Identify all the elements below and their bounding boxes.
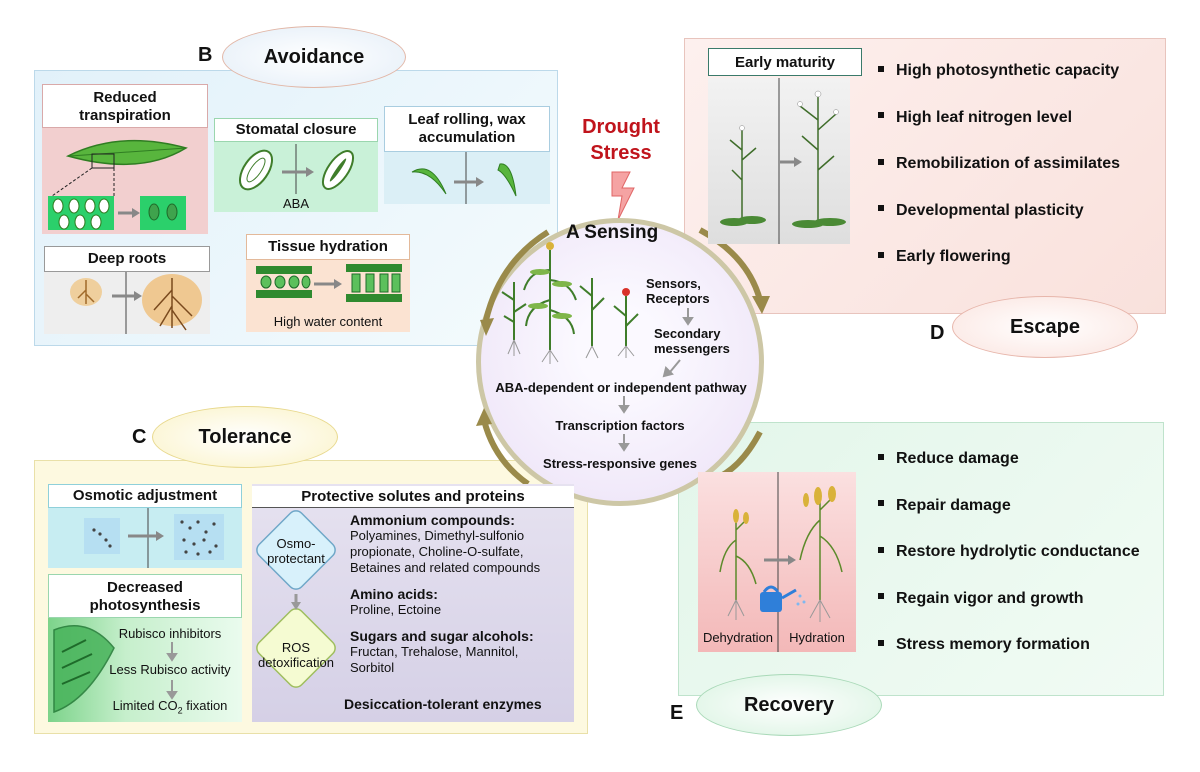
drought-line2: Stress — [590, 142, 652, 164]
ammonium-text: Polyamines, Dimethyl-sulfonio propionate… — [350, 528, 541, 575]
osmoprotectant-text: Osmo-protectant — [267, 536, 325, 566]
avoidance-letter: B — [198, 44, 213, 66]
recovery-oval: Recovery — [696, 674, 882, 736]
deep-roots-title: Deep roots — [44, 246, 210, 272]
tolerance-oval: Tolerance — [152, 406, 338, 468]
recovery-list: Reduce damage Repair damage Restore hydr… — [878, 436, 1140, 669]
rubisco-inhibitors-label: Rubisco inhibitors — [118, 626, 222, 641]
reduced-transpiration-title: Reduced transpiration — [42, 84, 208, 128]
co2-subscript: 2 — [177, 705, 183, 716]
escape-item: High photosynthetic capacity — [878, 48, 1120, 95]
dehydration-label: Dehydration — [702, 630, 774, 645]
tissue-hydration-title: Tissue hydration — [246, 234, 410, 260]
stress-genes-label: Stress-responsive genes — [543, 456, 697, 471]
decreased-photo-title: Decreased photosynthesis — [48, 574, 242, 618]
ammonium-heading: Ammonium compounds: — [350, 512, 515, 528]
ros-label: ROS detoxification — [256, 640, 336, 670]
escape-list: High photosynthetic capacity High leaf n… — [878, 48, 1120, 281]
early-maturity-bg — [708, 78, 850, 244]
recovery-image-bg — [698, 472, 856, 652]
recovery-item: Repair damage — [878, 483, 1140, 530]
sensors-label: Sensors, Receptors — [646, 276, 736, 306]
enzymes-label: Desiccation-tolerant enzymes — [344, 696, 542, 712]
limited-co2-label: Limited CO2 fixation — [100, 698, 240, 716]
aba-pathway-label: ABA-dependent or independent pathway — [495, 380, 747, 395]
protective-title: Protective solutes and proteins — [252, 486, 574, 508]
sensing-title: A Sensing — [566, 222, 659, 243]
escape-letter: D — [930, 322, 945, 344]
aba-label: ABA — [282, 196, 309, 211]
avoidance-oval: Avoidance — [222, 26, 406, 88]
escape-item: High leaf nitrogen level — [878, 95, 1120, 142]
sensors-text: Sensors, Receptors — [646, 276, 710, 306]
secondary-label: Secondary messengers — [654, 326, 750, 356]
recovery-item: Restore hydrolytic conductance — [878, 529, 1140, 576]
sugars-heading: Sugars and sugar alcohols: — [350, 628, 534, 644]
ros-text: ROS detoxification — [258, 640, 334, 670]
transcription-factors-label: Transcription factors — [555, 418, 685, 433]
fixation-text: fixation — [182, 698, 228, 713]
hydration-label: Hydration — [789, 630, 845, 645]
escape-item: Developmental plasticity — [878, 188, 1120, 235]
tolerance-letter: C — [132, 426, 147, 448]
limited-co2-text: Limited CO — [112, 698, 178, 713]
tissue-hydration-caption: High water content — [273, 314, 383, 329]
escape-oval-label: Escape — [1009, 315, 1081, 338]
leaf-rolling-title: Leaf rolling, wax accumulation — [384, 106, 550, 152]
recovery-oval-label: Recovery — [743, 693, 835, 716]
solutes-text-block: Ammonium compounds: Polyamines, Dimethyl… — [350, 512, 566, 676]
recovery-item: Stress memory formation — [878, 622, 1140, 669]
sugars-text: Fructan, Trehalose, Mannitol, Sorbitol — [350, 644, 519, 675]
osmoprotectant-label: Osmo-protectant — [262, 536, 330, 566]
early-maturity-title: Early maturity — [708, 48, 862, 76]
osmotic-title: Osmotic adjustment — [48, 484, 242, 508]
drought-stress-label: Drought Stress — [560, 114, 682, 166]
stomatal-closure-title: Stomatal closure — [214, 118, 378, 142]
secondary-text: Secondary messengers — [654, 326, 730, 356]
drought-line1: Drought — [582, 116, 660, 138]
escape-oval: Escape — [952, 296, 1138, 358]
escape-item: Early flowering — [878, 234, 1120, 281]
amino-text: Proline, Ectoine — [350, 602, 442, 617]
recovery-letter: E — [670, 702, 684, 724]
less-rubisco-label: Less Rubisco activity — [109, 662, 231, 677]
recovery-item: Reduce damage — [878, 436, 1140, 483]
avoidance-oval-label: Avoidance — [263, 45, 365, 68]
recovery-item: Regain vigor and growth — [878, 576, 1140, 623]
escape-item: Remobilization of assimilates — [878, 141, 1120, 188]
amino-heading: Amino acids: — [350, 586, 438, 602]
tolerance-oval-label: Tolerance — [198, 425, 292, 448]
